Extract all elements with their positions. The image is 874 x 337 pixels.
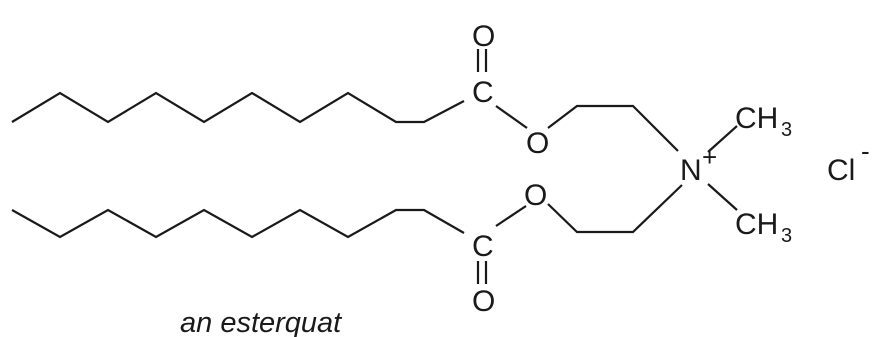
bottom-methyl-subscript: 3 bbox=[781, 225, 792, 247]
top-methyl-subscript: 3 bbox=[781, 119, 792, 141]
bottom-alkyl-chain bbox=[11, 208, 465, 239]
bottom-c-o-bond bbox=[495, 205, 527, 227]
top-methyl-label: CH bbox=[735, 102, 778, 135]
bottom-carbonyl-carbon-label: C bbox=[472, 230, 494, 263]
diagram-caption: an esterquat bbox=[180, 307, 343, 337]
nitrogen-charge-label: + bbox=[702, 142, 717, 172]
top-carbonyl-oxygen-label: O bbox=[472, 20, 495, 53]
bottom-ethylene-linker bbox=[547, 184, 683, 234]
chloride-charge-label: - bbox=[861, 136, 870, 166]
nitrogen-label: N bbox=[680, 154, 702, 187]
n-bottom-methyl-bond bbox=[707, 183, 738, 211]
chloride-label: Cl bbox=[827, 154, 855, 187]
n-top-methyl-bond bbox=[707, 125, 738, 153]
top-ethylene-linker bbox=[547, 104, 679, 152]
top-carbonyl-carbon-label: C bbox=[472, 76, 494, 109]
bottom-ester-oxygen-label: O bbox=[524, 179, 547, 212]
bottom-methyl-label: CH bbox=[735, 208, 778, 241]
top-ester-oxygen-label: O bbox=[526, 127, 549, 160]
top-c-o-bond bbox=[495, 105, 528, 129]
top-alkyl-chain bbox=[11, 91, 465, 124]
bottom-carbonyl-oxygen-label: O bbox=[472, 285, 495, 318]
